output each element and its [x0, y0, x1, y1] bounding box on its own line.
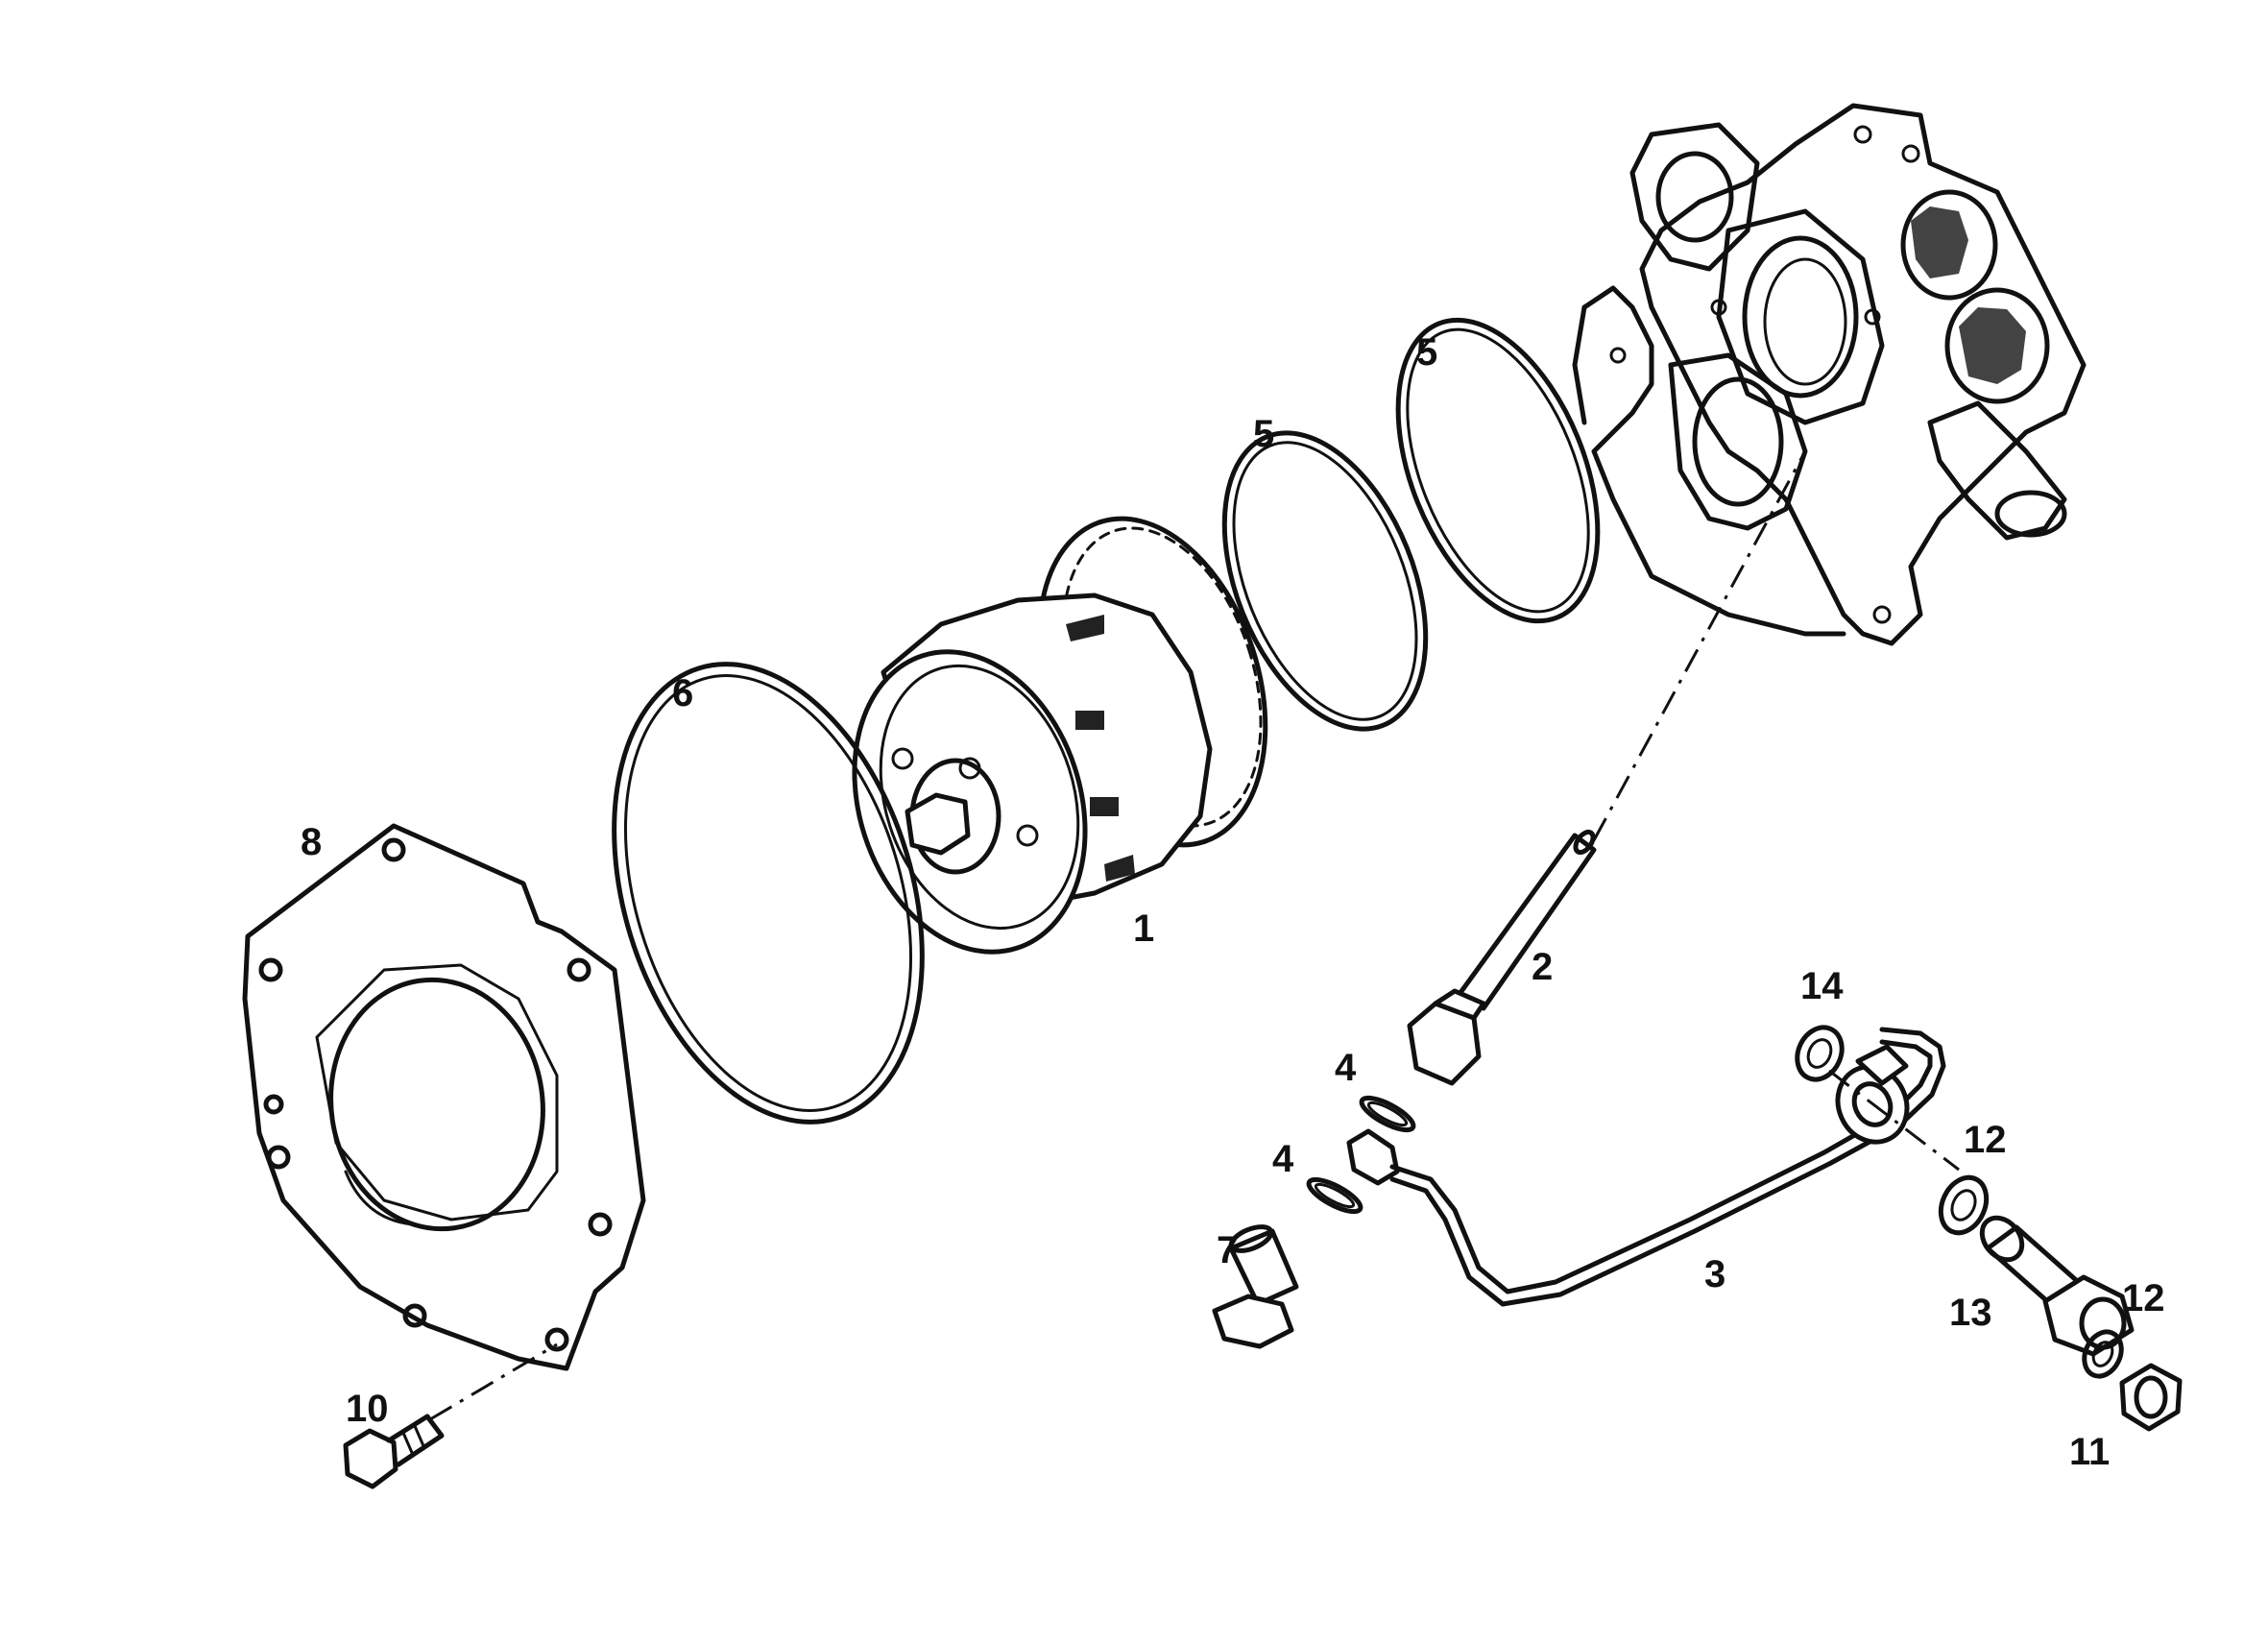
o-ring-5-large — [1395, 317, 1601, 624]
centre-line-housing — [1592, 450, 1807, 841]
engine-housing — [1572, 103, 2087, 646]
callouts: 1 2 3 4 4 5 5 6 7 8 10 11 12 12 13 14 — [301, 331, 2165, 1473]
callout-10: 10 — [346, 1388, 389, 1430]
callout-13: 13 — [1949, 1292, 1992, 1334]
cover-plate — [242, 823, 646, 1371]
callout-2: 2 — [1532, 946, 1553, 988]
callout-5-right: 5 — [1416, 331, 1437, 374]
callout-5-left: 5 — [1253, 413, 1274, 455]
washer-14 — [1795, 1025, 1845, 1082]
plug-11 — [2119, 1363, 2183, 1432]
o-ring-6 — [612, 662, 925, 1125]
pump-assembly — [852, 516, 1268, 955]
washer-4-upper — [1359, 1095, 1416, 1133]
washer-12-upper — [1938, 1174, 1990, 1236]
callout-8: 8 — [301, 821, 322, 863]
callout-4-upper: 4 — [1335, 1047, 1357, 1089]
washer-4-lower — [1306, 1176, 1363, 1215]
callout-11: 11 — [2069, 1431, 2110, 1473]
bolt-10 — [343, 1414, 445, 1489]
callout-12-lower: 12 — [2122, 1277, 2165, 1319]
callout-1: 1 — [1133, 907, 1154, 950]
o-ring-5-small — [1221, 430, 1429, 732]
centre-line-bolt — [429, 1343, 558, 1421]
tube-2 — [1407, 829, 1597, 1086]
oil-pipe-3 — [1346, 1027, 1946, 1307]
callout-12-upper: 12 — [1964, 1119, 2007, 1161]
hollow-bolt-7 — [1212, 1224, 1299, 1349]
banjo-bolt-13 — [1979, 1215, 2135, 1357]
callout-3: 3 — [1704, 1253, 1725, 1295]
callout-7: 7 — [1217, 1229, 1238, 1271]
washer-12-lower — [2082, 1329, 2124, 1379]
callout-6: 6 — [672, 672, 693, 714]
callout-14: 14 — [1800, 965, 1844, 1007]
callout-4-lower: 4 — [1272, 1138, 1294, 1180]
